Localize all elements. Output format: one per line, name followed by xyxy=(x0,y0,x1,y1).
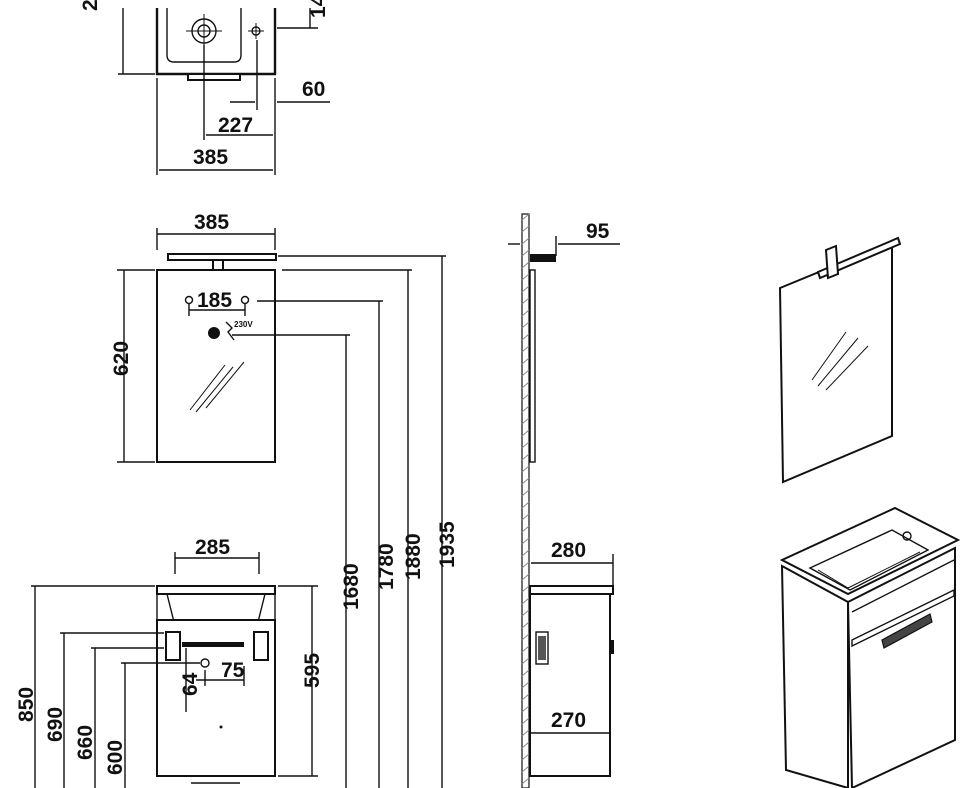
mirror-fixing-left xyxy=(184,295,194,305)
dim-basin-depth-side: 280 xyxy=(551,539,586,562)
cabinet-3d-drawer-line xyxy=(851,559,955,613)
dim-h690: 690 xyxy=(44,707,67,742)
mirror-3d-reflection xyxy=(811,331,869,391)
handle-side xyxy=(610,640,614,654)
front-cabinet: 285 75 64 595 xyxy=(156,536,324,784)
dim-bracket-height: 64 xyxy=(179,672,202,696)
dim-top-overall-width: 385 xyxy=(193,146,228,169)
mirror-3d-bracket xyxy=(824,244,840,280)
mirror-panel xyxy=(156,269,276,463)
basin-rim-side xyxy=(529,585,614,595)
dim-top-partial: 14 xyxy=(307,0,330,18)
bracket-side-fill xyxy=(538,636,546,660)
bracket-left xyxy=(165,631,181,661)
dim-h1680: 1680 xyxy=(340,563,363,610)
dim-mirror-depth: 95 xyxy=(586,220,610,243)
dim-mirror-fixing: 185 xyxy=(197,289,232,312)
dim-h1935: 1935 xyxy=(436,521,459,568)
power-label: 230V xyxy=(234,320,253,329)
side-view: 95 280 270 xyxy=(508,213,620,788)
cabinet-3d-basin-inner xyxy=(817,551,921,589)
floor-heights-left: 850 690 660 600 xyxy=(15,585,200,788)
dim-cabinet-height: 595 xyxy=(301,653,324,688)
dim-top-tap-offset: 227 xyxy=(218,114,253,137)
bracket-right xyxy=(253,631,269,661)
mirror-glass-reflection xyxy=(189,361,245,413)
cabinet-3d-handle xyxy=(881,613,933,649)
dim-top-drain-offset: 60 xyxy=(302,78,325,101)
perspective-mirror xyxy=(778,236,902,484)
mirror-fixing-right xyxy=(240,295,250,305)
front-mirror: 385 185 230V 620 xyxy=(110,211,277,463)
perspective-cabinet xyxy=(779,506,961,788)
wall-rail xyxy=(182,642,244,647)
dim-cabinet-depth-side: 270 xyxy=(551,709,586,732)
dim-bracket-spacing: 75 xyxy=(221,659,245,682)
cabinet-3d-basin xyxy=(808,529,930,591)
light-bar-side xyxy=(530,254,556,262)
power-outlet-icon xyxy=(208,327,220,339)
dim-h1780: 1780 xyxy=(375,543,398,590)
cabinet-3d-side xyxy=(780,564,849,788)
lightning-icon xyxy=(225,321,235,341)
dim-h850: 850 xyxy=(15,687,38,722)
cabinet-3d-top xyxy=(779,506,961,596)
waste-outlet xyxy=(200,658,210,668)
door-knob-dot xyxy=(219,725,223,729)
cabinet-3d-door-line xyxy=(851,588,955,648)
top-view: 280 14 60 227 385 xyxy=(79,0,330,175)
dim-mirror-width: 385 xyxy=(194,211,229,234)
mirror-side xyxy=(529,269,536,463)
mirror-3d-panel xyxy=(778,240,893,484)
dim-h1880: 1880 xyxy=(402,533,425,580)
dim-mirror-height: 620 xyxy=(110,341,133,376)
wall-hatch xyxy=(521,213,530,785)
cabinet-side xyxy=(529,593,611,777)
mirror-light-bracket xyxy=(212,259,224,271)
basin-rim-front xyxy=(156,585,276,595)
wall-section xyxy=(521,213,530,788)
dim-h660: 660 xyxy=(74,725,97,760)
dim-basin-width: 285 xyxy=(195,536,230,559)
cabinet-3d-tap-hole xyxy=(902,531,912,541)
towel-rail-top xyxy=(187,73,241,81)
dim-top-depth: 280 xyxy=(79,0,102,11)
dim-h600: 600 xyxy=(104,740,127,775)
floor-heights-right: 1680 1780 1880 1935 xyxy=(232,255,459,788)
